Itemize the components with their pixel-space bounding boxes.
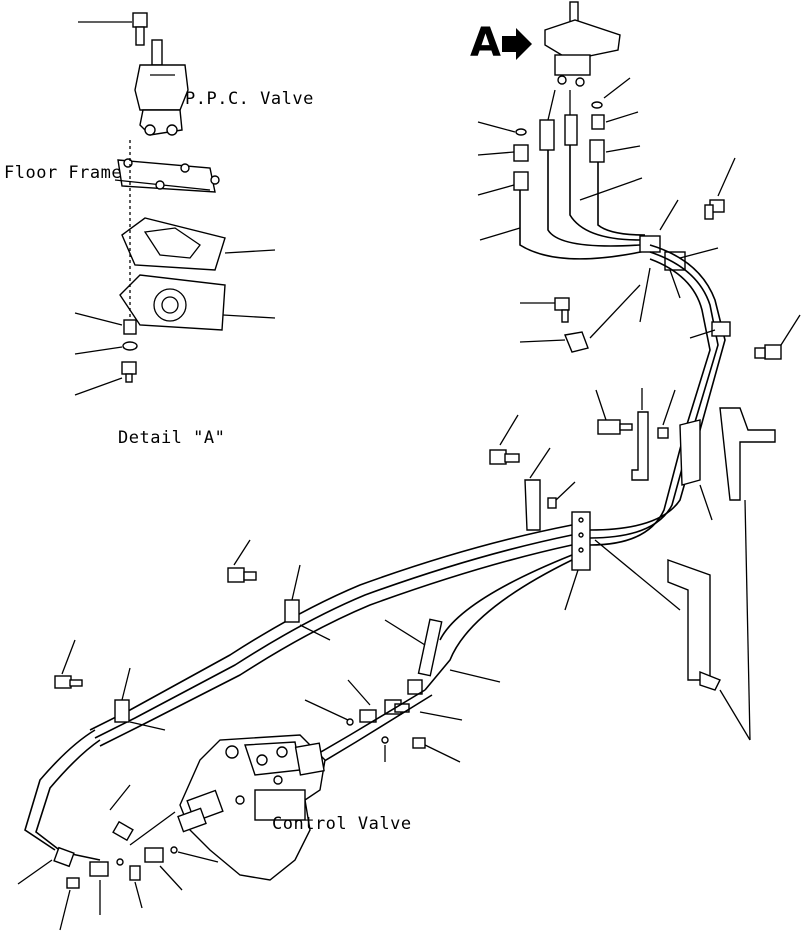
floor-frame-label: Floor Frame — [4, 163, 123, 183]
arrow-right-icon — [502, 28, 532, 60]
ppc-valve-label: P.P.C. Valve — [185, 89, 314, 109]
detail-a-assembly — [74, 12, 276, 396]
control-valve-label: Control Valve — [272, 814, 412, 834]
ppc-valve-view — [477, 1, 801, 741]
detail-a-label: Detail "A" — [118, 428, 226, 448]
control-piping — [24, 414, 751, 861]
control-valve-body — [17, 734, 326, 931]
view-marker-label: A — [470, 20, 501, 66]
